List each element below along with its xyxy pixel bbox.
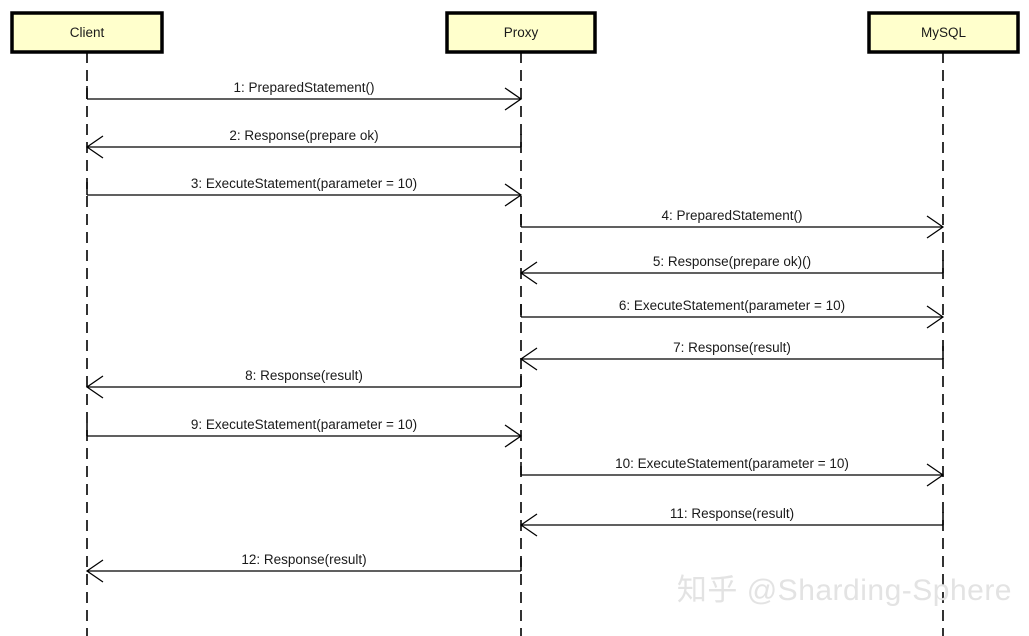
message-arrowhead — [504, 183, 523, 207]
participant-mysql[interactable]: MySQL — [867, 11, 1020, 54]
participant-box[interactable] — [867, 11, 1020, 54]
participant-label: Client — [70, 25, 105, 40]
message-label: 3: ExecuteStatement(parameter = 10) — [191, 176, 417, 191]
participant-label: MySQL — [921, 25, 967, 40]
message-3: 3: ExecuteStatement(parameter = 10) — [86, 176, 523, 207]
message-10: 10: ExecuteStatement(parameter = 10) — [520, 456, 945, 487]
message-label: 1: PreparedStatement() — [233, 80, 374, 95]
participant-box[interactable] — [445, 11, 597, 54]
message-arrowhead — [926, 305, 945, 329]
participant-box[interactable] — [10, 11, 164, 54]
message-arrowhead — [926, 215, 945, 239]
participant-label: Proxy — [504, 25, 539, 40]
message-2: 2: Response(prepare ok) — [85, 128, 522, 159]
watermark: 知乎 @Sharding-Sphere — [677, 574, 1012, 607]
message-7: 7: Response(result) — [519, 340, 944, 371]
message-label: 9: ExecuteStatement(parameter = 10) — [191, 417, 417, 432]
message-arrowhead — [85, 375, 104, 399]
message-label: 12: Response(result) — [241, 552, 366, 567]
participant-proxy[interactable]: Proxy — [445, 11, 597, 54]
message-arrowhead — [519, 513, 538, 537]
message-6: 6: ExecuteStatement(parameter = 10) — [520, 298, 945, 329]
message-12: 12: Response(result) — [85, 552, 522, 583]
message-arrowhead — [504, 424, 523, 448]
message-label: 10: ExecuteStatement(parameter = 10) — [615, 456, 849, 471]
message-11: 11: Response(result) — [519, 506, 944, 537]
message-8: 8: Response(result) — [85, 368, 522, 399]
message-arrowhead — [519, 347, 538, 371]
message-label: 8: Response(result) — [245, 368, 363, 383]
message-9: 9: ExecuteStatement(parameter = 10) — [86, 417, 523, 448]
message-label: 7: Response(result) — [673, 340, 791, 355]
message-arrowhead — [85, 135, 104, 159]
message-label: 11: Response(result) — [670, 506, 794, 521]
message-arrowhead — [926, 463, 945, 487]
message-5: 5: Response(prepare ok)() — [519, 254, 944, 285]
message-4: 4: PreparedStatement() — [520, 208, 945, 239]
message-arrowhead — [85, 559, 104, 583]
message-arrowhead — [519, 261, 538, 285]
messages-layer: 1: PreparedStatement() 2: Response(prepar… — [85, 80, 945, 583]
participants-layer: Client Proxy MySQL — [10, 11, 1020, 54]
message-label: 2: Response(prepare ok) — [229, 128, 378, 143]
watermark-layer: 知乎 @Sharding-Sphere — [677, 574, 1012, 607]
message-label: 5: Response(prepare ok)() — [653, 254, 811, 269]
message-1: 1: PreparedStatement() — [86, 80, 523, 111]
message-arrowhead — [504, 87, 523, 111]
message-label: 6: ExecuteStatement(parameter = 10) — [619, 298, 845, 313]
lifelines-layer — [86, 52, 944, 636]
participant-client[interactable]: Client — [10, 11, 164, 54]
message-label: 4: PreparedStatement() — [661, 208, 802, 223]
